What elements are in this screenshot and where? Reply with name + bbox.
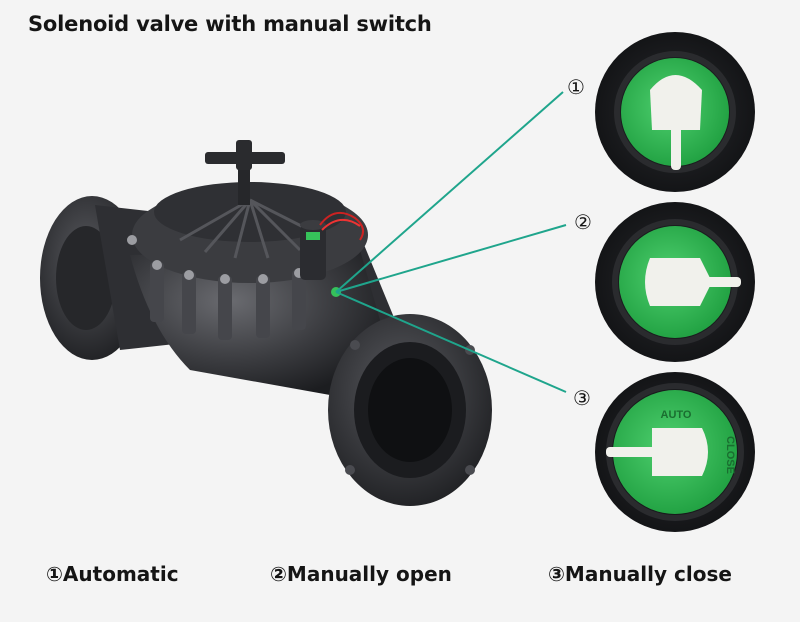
caption-manually-open: ②Manually open: [270, 562, 452, 586]
caption-automatic: ①Automatic: [46, 562, 179, 586]
close-dial-label: CLOSE: [724, 436, 736, 474]
zoom-manually-close: AUTO CLOSE: [595, 372, 755, 532]
zoom-manually-open: [595, 202, 755, 362]
solenoid-valve: [40, 140, 492, 506]
page-title: Solenoid valve with manual switch: [28, 12, 432, 36]
marker-2: ②: [574, 210, 592, 234]
caption-manually-close: ③Manually close: [548, 562, 732, 586]
leader-lines: [335, 91, 567, 393]
zoom-automatic: [595, 32, 755, 192]
marker-3: ③: [573, 386, 591, 410]
marker-1: ①: [567, 75, 585, 99]
auto-dial-label: AUTO: [661, 409, 692, 421]
switch-knob: [652, 428, 708, 476]
